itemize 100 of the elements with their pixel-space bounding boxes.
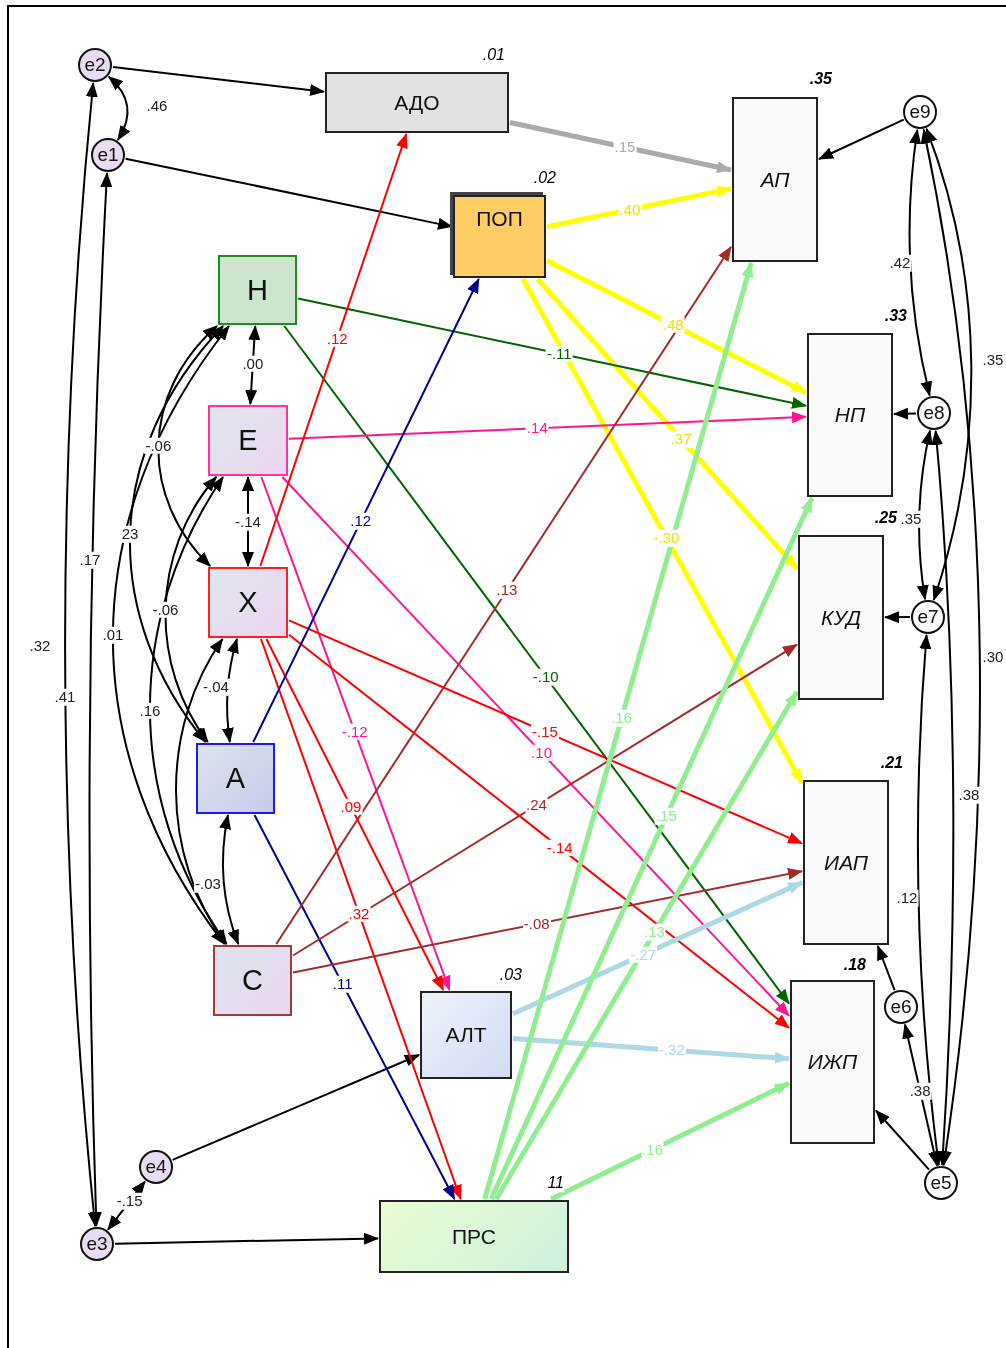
error-term-circle: e7 — [911, 600, 945, 634]
error-term-circle: e5 — [924, 1166, 958, 1200]
covariance-arrow — [902, 1023, 940, 1167]
path-arrow — [482, 262, 754, 1200]
error-term-circle: e3 — [80, 1227, 114, 1261]
path-arrow — [265, 638, 445, 991]
covariance-arrow — [111, 325, 230, 945]
coefficient-label: .40 — [618, 201, 642, 218]
path-arrow — [288, 411, 807, 440]
coefficient-label: .24 — [525, 797, 548, 814]
path-arrow — [884, 611, 911, 624]
covariance-arrow — [129, 325, 225, 743]
variable-box: ИЖП — [790, 980, 875, 1144]
path-arrow — [511, 880, 804, 1016]
coefficient-label: -.04 — [202, 678, 230, 696]
error-term-circle: e2 — [78, 48, 112, 82]
path-arrow — [288, 633, 790, 1029]
variable-box: Е — [208, 405, 288, 476]
coefficient-label: .15 — [654, 808, 678, 825]
covariance-arrow — [148, 476, 228, 945]
path-arrow — [297, 297, 807, 409]
path-arrow — [281, 476, 790, 1017]
covariance-arrow — [88, 171, 113, 1227]
path-arrow — [520, 277, 805, 785]
variable-box: Н — [218, 255, 297, 325]
path-arrow — [252, 278, 480, 743]
variable-box: ИАП — [803, 780, 889, 945]
coefficient-label: .12 — [349, 513, 373, 530]
covariance-arrow — [157, 324, 218, 567]
coefficient-label: .16 — [138, 702, 162, 719]
path-arrow — [260, 638, 462, 1200]
coefficient-label: .32 — [347, 905, 371, 922]
coefficient-label: .12 — [325, 330, 349, 347]
path-arrow — [494, 690, 800, 1201]
path-arrow — [818, 118, 905, 160]
coefficient-label: .17 — [78, 551, 102, 569]
coefficient-label: .16 — [610, 709, 633, 727]
error-term-circle: e1 — [91, 138, 125, 172]
coefficient-label: .10 — [530, 744, 553, 761]
variable-box: АП — [732, 97, 818, 262]
path-arrow — [893, 407, 917, 420]
path-arrow — [549, 1080, 791, 1202]
coefficient-label: .11 — [331, 976, 354, 993]
coefficient-label: -.15 — [115, 1193, 144, 1210]
coefficient-label: -.11 — [545, 345, 573, 362]
path-arrow — [545, 258, 808, 395]
variable-box: КУД — [798, 535, 884, 700]
coefficient-label: .38 — [908, 1082, 932, 1100]
path-arrow — [171, 1054, 420, 1161]
coefficient-label: -.10 — [531, 668, 560, 686]
coefficient-label: -.14 — [234, 513, 262, 531]
coefficient-label: .42 — [888, 254, 912, 272]
variable-box: ПОП — [453, 195, 546, 278]
error-term-circle: e9 — [903, 95, 937, 129]
coefficient-label: .16 — [641, 1141, 665, 1158]
error-term-circle: e4 — [139, 1150, 173, 1184]
coefficient-label: .37 — [669, 430, 693, 448]
path-arrow — [876, 945, 896, 992]
path-arrow — [275, 245, 732, 945]
covariance-arrow — [916, 633, 943, 1167]
variable-box: С — [213, 945, 292, 1016]
coefficient-label: .48 — [661, 316, 685, 334]
variable-box: НП — [807, 333, 893, 497]
variable-box: Х — [208, 567, 288, 638]
path-arrow — [546, 185, 732, 230]
coefficient-label: .00 — [241, 355, 265, 372]
variable-box: АДО — [325, 72, 509, 133]
covariance-arrow — [908, 128, 933, 397]
covariance-arrow — [930, 429, 955, 1167]
covariance-arrow — [64, 81, 100, 1228]
coefficient-label: .01 — [101, 626, 125, 644]
path-arrow — [292, 868, 803, 974]
path-arrow — [875, 1109, 930, 1171]
coefficient-label: .09 — [339, 798, 363, 815]
covariance-arrow — [219, 814, 240, 945]
covariance-arrow — [925, 127, 973, 601]
path-arrow — [512, 1035, 790, 1064]
coefficient-label: .13 — [643, 923, 666, 941]
covariance-arrow — [107, 75, 131, 141]
path-arrow — [488, 496, 815, 1201]
path-arrow — [259, 133, 408, 567]
r-squared-label: 11 — [547, 1174, 564, 1192]
error-term-circle: e8 — [917, 396, 951, 430]
coefficient-label: .41 — [53, 688, 77, 706]
path-arrow — [260, 476, 451, 991]
coefficient-label: .13 — [495, 582, 519, 599]
coefficient-label: -.06 — [151, 601, 180, 618]
coefficient-label: -.12 — [340, 723, 369, 740]
variable-box: ПРС — [379, 1200, 569, 1273]
path-arrow — [288, 619, 803, 845]
path-arrow — [253, 814, 456, 1200]
path-arrow — [509, 120, 732, 173]
covariance-arrow — [917, 429, 933, 601]
coefficient-label: .12 — [895, 889, 919, 907]
coefficient-label: 23 — [120, 525, 140, 543]
coefficient-label: -.27 — [629, 946, 657, 963]
path-arrow — [124, 157, 453, 230]
coefficient-label: -.15 — [531, 723, 559, 740]
coefficient-label: .35 — [899, 510, 923, 528]
path-arrow — [535, 277, 799, 571]
